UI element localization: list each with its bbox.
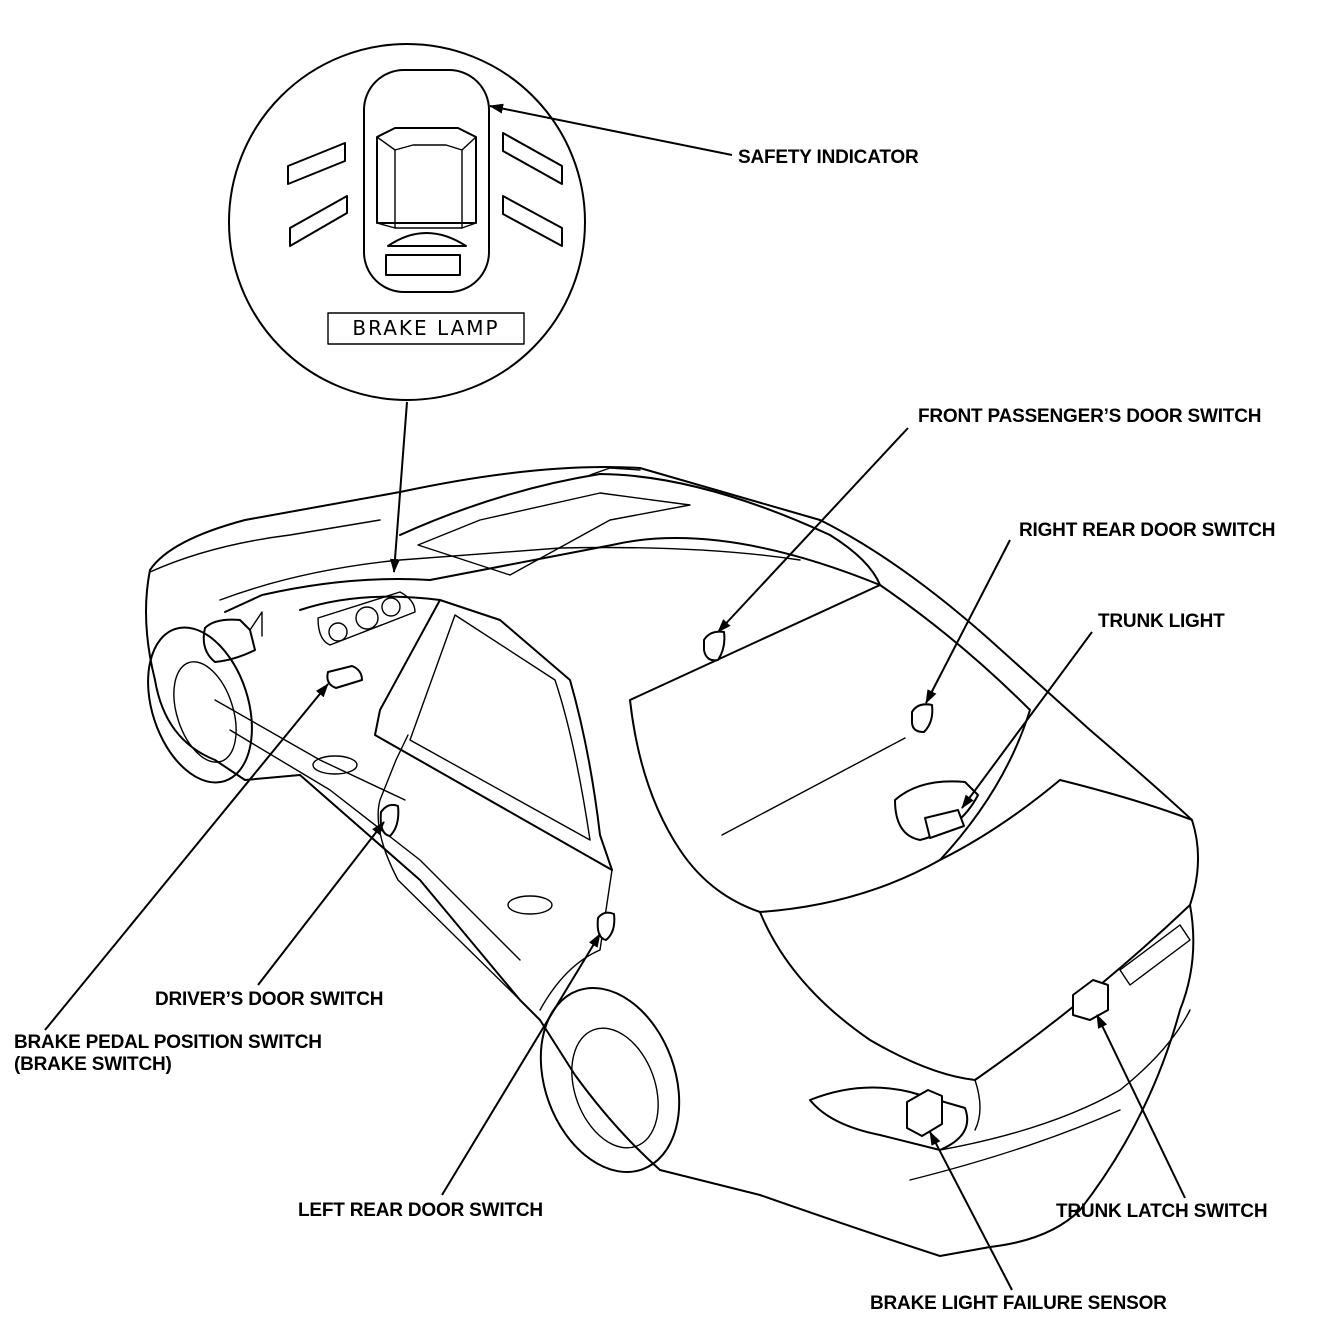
drivers-door-switch-icon (379, 803, 400, 837)
front-passenger-door-switch-leader (717, 427, 909, 633)
trunk-lid (759, 904, 1191, 1081)
indicator-magnifier: BRAKE LAMP (228, 43, 586, 401)
safety-indicator-leader (489, 103, 733, 156)
brake-light-failure-sensor-label: BRAKE LIGHT FAILURE SENSOR (870, 1293, 1167, 1314)
left-rear-door-switch-icon (596, 911, 616, 941)
left-rear-door-switch-label: LEFT REAR DOOR SWITCH (298, 1200, 543, 1221)
drivers-door-switch-label: DRIVER’S DOOR SWITCH (155, 989, 384, 1010)
right-front-door-indicator-icon (502, 132, 563, 185)
front-passenger-door-switch-icon (703, 630, 726, 662)
rear-left-wheel (539, 987, 681, 1173)
right-rear-door-indicator-icon (502, 195, 563, 247)
side-mirror (202, 618, 256, 663)
vehicle-outline (145, 466, 1199, 1257)
left-rear-door-indicator-icon (289, 195, 348, 247)
trunk-light-label: TRUNK LIGHT (1098, 611, 1225, 632)
trunk-light-icon (924, 809, 965, 839)
front-door-window (299, 595, 613, 871)
brake-lamp-indicator-frame (327, 312, 525, 345)
right-rear-door-switch-icon (911, 703, 934, 733)
trunk-latch-switch-label: TRUNK LATCH SWITCH (1056, 1201, 1268, 1222)
brake-light-failure-sensor-leader (929, 1131, 1013, 1291)
magnifier-circle (228, 43, 586, 401)
drivers-door-switch-leader (257, 821, 385, 986)
trunk-light-leader (961, 631, 1093, 809)
rear-door-handle (507, 895, 553, 915)
right-tail-light (1119, 924, 1191, 986)
brake-switch-label: (BRAKE SWITCH) (14, 1054, 172, 1075)
rear-window (629, 584, 1031, 913)
front-passenger-door-switch-label: FRONT PASSENGER’S DOOR SWITCH (918, 406, 1262, 427)
instrument-cluster (317, 591, 416, 646)
left-rear-door-switch-leader (441, 933, 601, 1196)
brake-pedal-position-switch-label: BRAKE PEDAL POSITION SWITCH (14, 1032, 322, 1053)
safety-indicator-label: SAFETY INDICATOR (738, 147, 919, 168)
safety-indicator-icon (287, 69, 563, 293)
leader-lines (44, 103, 1186, 1291)
right-rear-door-switch-label: RIGHT REAR DOOR SWITCH (1019, 520, 1276, 541)
left-front-door-indicator-icon (287, 142, 346, 185)
brake-switch-leader (44, 683, 329, 1031)
brake-light-failure-sensor-icon (906, 1089, 943, 1137)
sunroof (417, 492, 691, 576)
front-door-handle (312, 755, 358, 775)
right-rear-door-switch-leader (925, 539, 1011, 704)
front-left-wheel (147, 626, 253, 784)
brake-lamp-indicator-label: BRAKE LAMP (352, 316, 499, 340)
door-seam (377, 734, 521, 1001)
brake-switch-icon (326, 665, 363, 689)
left-tail-light (809, 1086, 969, 1151)
magnifier-leader (390, 401, 408, 573)
trunk-latch-switch-leader (1096, 1014, 1186, 1199)
trunk-latch-switch-icon (1072, 979, 1109, 1021)
